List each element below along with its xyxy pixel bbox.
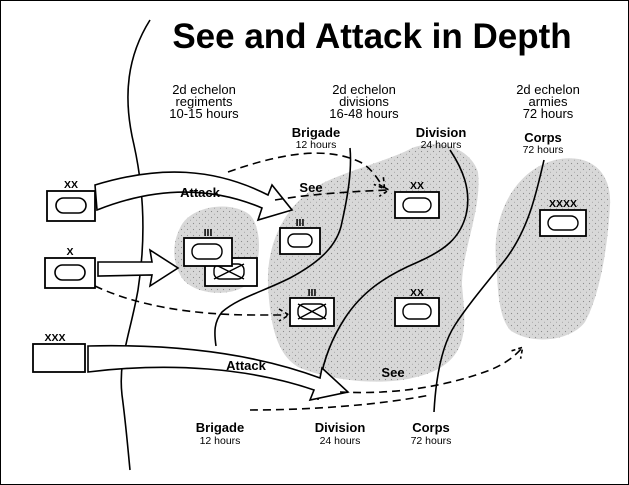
see-arrow-bottom-lower: [249, 394, 431, 411]
friendly-corps-label: XXX: [44, 332, 65, 344]
friendly-corps-symbol: XXX: [32, 332, 86, 373]
regiment-label-front: III: [204, 227, 213, 239]
echelon-regiments: 2d echelon regiments 10-15 hours: [169, 82, 239, 121]
echelon-armies-line3: 72 hours: [523, 106, 574, 121]
attack-label-top: Attack: [180, 185, 221, 200]
enemy-army-label: XXXX: [549, 198, 577, 210]
bottom-label-corps: Corps: [412, 420, 450, 435]
enemy-division-symbol-upper: XX: [394, 180, 440, 219]
shaded-area-armies: [495, 158, 611, 340]
enemy-division-label-lower: XX: [410, 287, 424, 299]
echelon-regiments-line1: 2d echelon: [172, 82, 236, 97]
enemy-regiment-symbol-center: III: [279, 217, 321, 255]
echelon-regiments-line3: 10-15 hours: [169, 106, 239, 121]
friendly-division-symbol: XX: [46, 179, 96, 222]
enemy-regiment-symbol-front: III: [183, 227, 233, 267]
echelon-divisions-line3: 16-48 hours: [329, 106, 399, 121]
attack-arrow-top: [94, 171, 294, 222]
regiment-label-targeted: III: [308, 287, 317, 299]
echelon-armies: 2d echelon armies 72 hours: [516, 82, 580, 121]
echelon-armies-line1: 2d echelon: [516, 82, 580, 97]
corps-phase-line: [433, 159, 545, 413]
echelon-armies-line2: armies: [528, 94, 568, 109]
enemy-division-label-upper: XX: [410, 180, 424, 192]
friendly-brigade-label: X: [66, 246, 73, 258]
top-label-corps: Corps: [524, 130, 562, 145]
friendly-brigade-symbol: X: [44, 246, 96, 289]
brigade-phase-line: [214, 147, 352, 347]
bottom-label-division: Division: [315, 420, 366, 435]
see-arrow-top-lower: [274, 190, 388, 200]
top-label-division: Division: [416, 125, 467, 140]
regiment-label-center: III: [296, 217, 305, 229]
echelon-regiments-line2: regiments: [175, 94, 233, 109]
enemy-regiment-symbol-targeted: III: [289, 287, 335, 327]
see-label-top: See: [299, 180, 322, 195]
division-phase-line: [317, 149, 469, 401]
see-arrow-bottom: [339, 348, 522, 394]
top-label-brigade-time: 12 hours: [296, 139, 337, 151]
attack-arrow-bottom: [87, 344, 350, 402]
top-label-corps-time: 72 hours: [523, 144, 564, 156]
attack-label-bottom: Attack: [226, 358, 267, 373]
enemy-division-symbol-lower: XX: [394, 287, 440, 327]
see-label-bottom: See: [381, 365, 404, 380]
diagram-title: See and Attack in Depth: [172, 17, 571, 56]
bottom-label-corps-time: 72 hours: [411, 435, 452, 447]
echelon-divisions-line2: divisions: [339, 94, 389, 109]
bottom-label-brigade-time: 12 hours: [200, 435, 241, 447]
friendly-division-label: XX: [64, 179, 78, 191]
echelon-divisions: 2d echelon divisions 16-48 hours: [329, 82, 399, 121]
bottom-label-brigade: Brigade: [196, 420, 244, 435]
attack-arrow-middle: [97, 248, 180, 288]
top-label-brigade: Brigade: [292, 125, 340, 140]
enemy-army-symbol: XXXX: [539, 198, 587, 237]
see-arrow-middle: [94, 285, 288, 315]
echelon-divisions-line1: 2d echelon: [332, 82, 396, 97]
bottom-label-division-time: 24 hours: [320, 435, 361, 447]
top-label-division-time: 24 hours: [421, 139, 462, 151]
